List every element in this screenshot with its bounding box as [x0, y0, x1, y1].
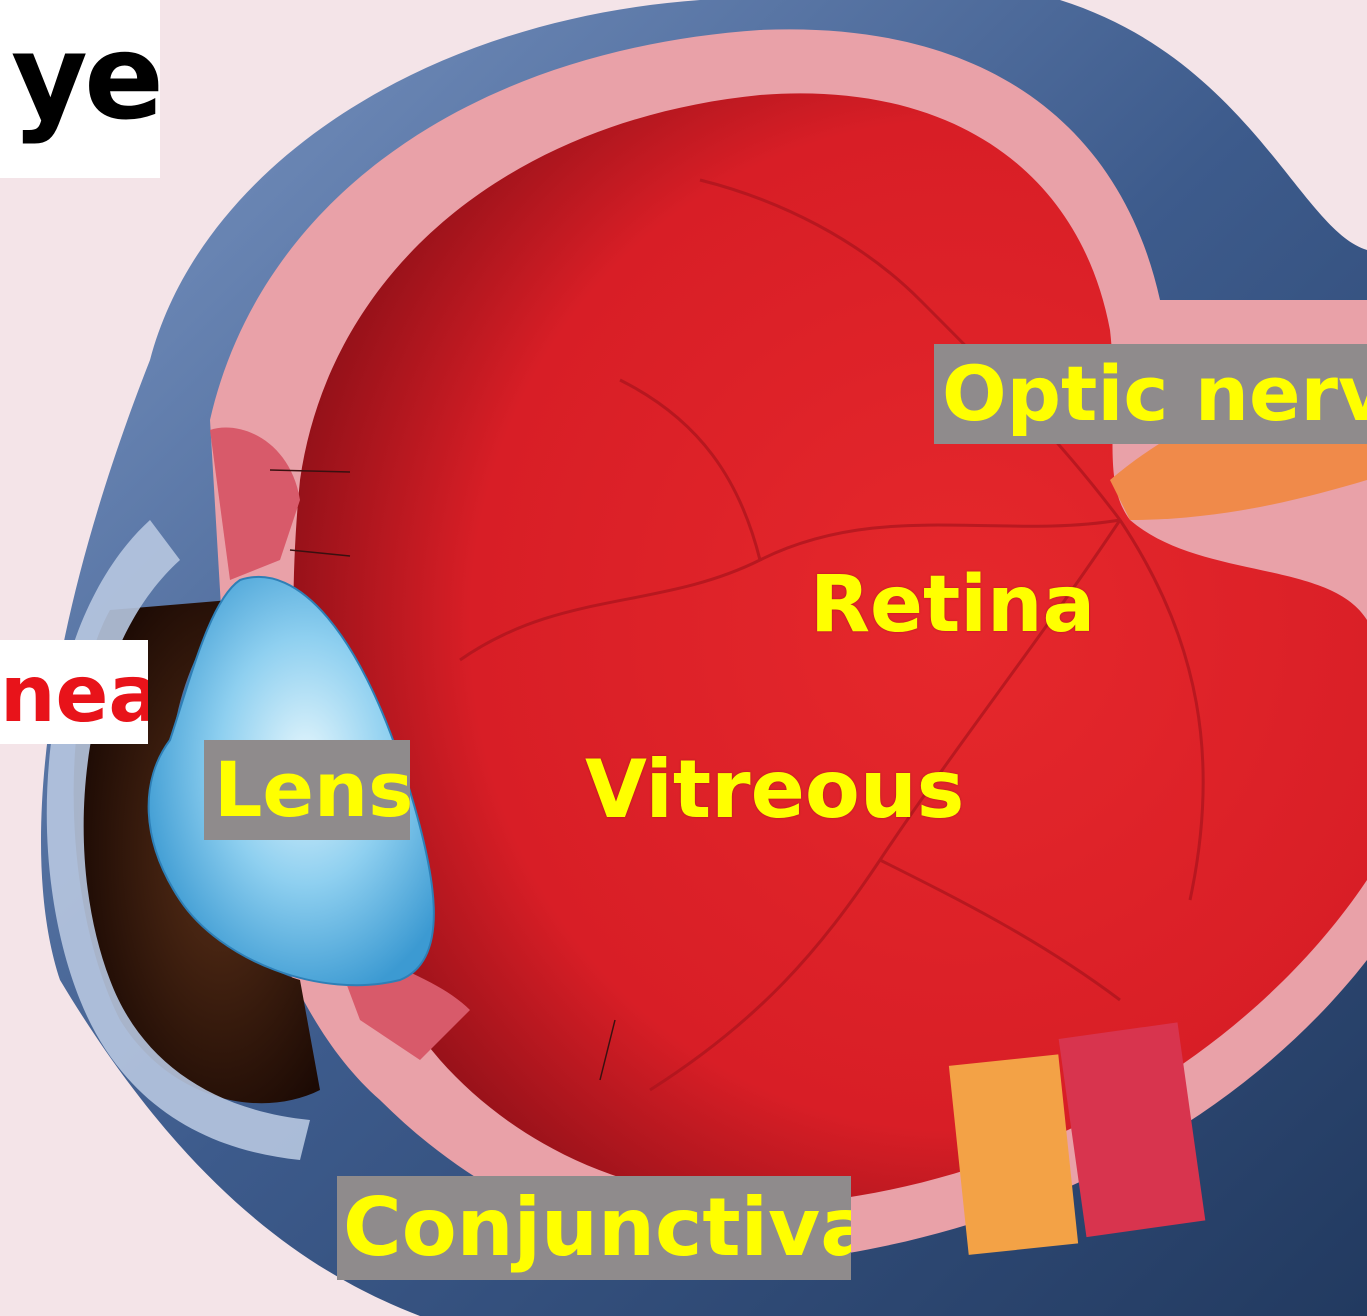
optic-nerve-label: Optic nerv — [934, 344, 1367, 444]
conjunctiva-label: Conjunctiva — [337, 1176, 851, 1280]
title-label: ye — [0, 0, 160, 178]
retina-label: Retina — [810, 566, 1095, 644]
lens-label: Lens — [204, 740, 410, 840]
layer-block-orange — [949, 1054, 1078, 1254]
vitreous-label: Vitreous — [585, 750, 964, 830]
cornea-label: nea — [0, 640, 148, 744]
